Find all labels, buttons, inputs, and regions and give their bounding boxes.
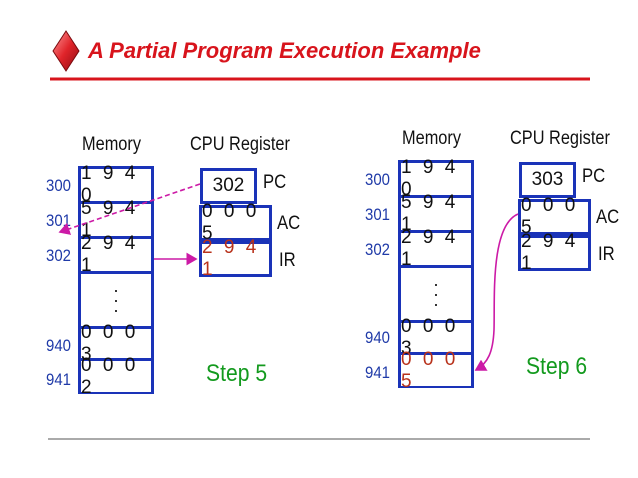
right-cpu-register-header: CPU Register [510,128,610,149]
right-ac-label: AC [596,207,620,228]
left-memory-block: 1 9 4 0 5 9 4 1 2 9 4 1 · · · 0 0 0 3 0 … [78,163,154,398]
left-step-label: Step 5 [206,360,268,387]
right-memory-header: Memory [402,128,462,149]
right-address-941: 941 [365,363,390,382]
right-address-940: 940 [365,328,390,347]
ellipsis-dot: · [113,290,119,310]
right-address-302: 302 [365,240,390,259]
left-pc-label: PC [263,172,287,193]
left-cpu-register-header: CPU Register [190,134,290,155]
left-address-301: 301 [46,211,71,230]
right-memory-ellipsis: · · · [401,268,471,320]
left-address-300: 300 [46,176,71,195]
ellipsis-dot: · [433,284,439,304]
right-step-label: Step 6 [526,353,588,380]
left-ac-label: AC [277,213,301,234]
right-memory-block: 1 9 4 0 5 9 4 1 2 9 4 1 · · · 0 0 0 3 0 … [398,157,474,392]
right-address-300: 300 [365,170,390,189]
right-ac-register: 0 0 0 5 [518,195,591,238]
left-memory-cell-941: 0 0 0 2 [81,355,151,398]
ellipsis-dot: · [433,274,439,294]
left-memory-cell-302: 2 9 4 1 [81,233,151,276]
left-memory-ellipsis: · · · [81,274,151,326]
right-pc-label: PC [582,166,606,187]
left-ac-register: 0 0 0 5 [199,201,272,244]
right-memory-cell-941: 0 0 0 5 [401,349,471,392]
ellipsis-dot: · [113,300,119,320]
right-pc-register: 303 [519,162,576,198]
right-memory-cell-300: 1 9 4 0 [401,157,471,200]
left-address-302: 302 [46,246,71,265]
left-ir-label: IR [279,250,296,271]
right-ir-register: 2 9 4 1 [518,231,591,274]
ellipsis-dot: · [113,280,119,300]
right-ir-label: IR [598,244,615,265]
left-memory-header: Memory [82,134,142,155]
left-memory-cell-940: 0 0 0 3 [81,322,151,365]
left-address-940: 940 [46,336,71,355]
right-address-301: 301 [365,205,390,224]
ellipsis-dot: · [433,294,439,314]
right-memory-cell-301: 5 9 4 1 [401,192,471,235]
diamond-bullet-icon [52,30,80,72]
right-memory-cell-302: 2 9 4 1 [401,227,471,270]
slide-title: A Partial Program Execution Example [88,38,481,63]
left-ir-register: 2 9 4 1 [199,237,272,280]
left-pc-register: 302 [200,168,257,204]
left-address-941: 941 [46,370,71,389]
right-memory-cell-940: 0 0 0 3 [401,316,471,359]
